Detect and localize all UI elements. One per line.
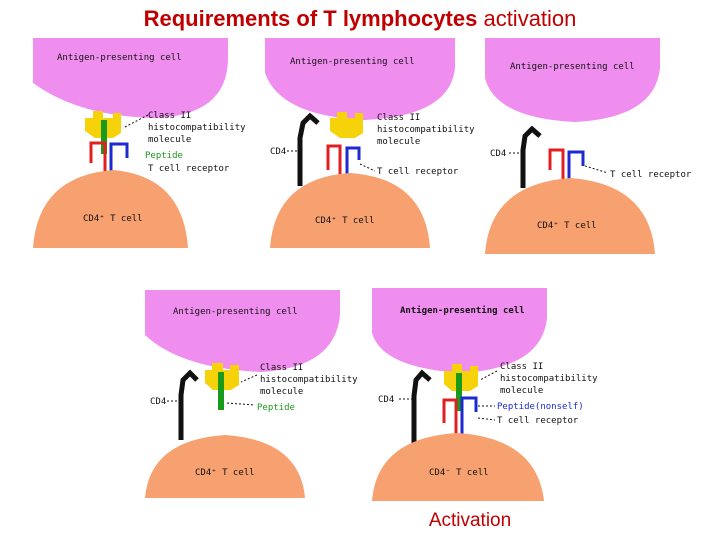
apc-cell xyxy=(33,38,228,118)
tcr-pointer xyxy=(477,417,496,421)
mhc-label-2: histocompatibility xyxy=(148,123,246,133)
panel-a-mhc-peptide-tcr: Antigen-presenting cell Class II histoco… xyxy=(33,38,246,248)
peptide-pointer xyxy=(226,402,256,406)
tcr-label: T cell receptor xyxy=(497,416,579,426)
tcr-beta-chain xyxy=(109,142,129,163)
tcell-label: CD4⁺ T cell xyxy=(315,216,375,226)
tcell-label: CD4⁻ T cell xyxy=(429,468,489,478)
tcr-alpha-chain xyxy=(89,141,107,163)
apc-label: Antigen-presenting cell xyxy=(510,62,635,72)
mhc-label-2: histocompatibility xyxy=(260,375,358,385)
tcr-alpha-chain xyxy=(548,148,565,170)
tcr-label: T cell receptor xyxy=(377,167,459,177)
apc-cell xyxy=(372,288,547,373)
peptide-label: Peptide xyxy=(145,151,183,161)
panel-d-mhc-peptide-cd4: Antigen-presenting cell CD4 Class II his… xyxy=(145,290,358,498)
mhc-label-3: molecule xyxy=(377,137,420,147)
peptide-bar xyxy=(218,372,224,410)
peptide-label: Peptide xyxy=(257,403,295,413)
mhc-label-1: Class II xyxy=(377,113,420,123)
cd4-molecule xyxy=(520,125,542,188)
cd4-label: CD4 xyxy=(150,397,166,407)
cd4-label: CD4 xyxy=(490,149,506,159)
apc-cell xyxy=(265,38,455,120)
cd4-label: CD4 xyxy=(270,147,286,157)
tcr-alpha-chain xyxy=(442,398,458,423)
cd4-molecule xyxy=(297,112,320,186)
tcell-label: CD4⁺ T cell xyxy=(195,468,255,478)
mhc-label-1: Class II xyxy=(500,362,543,372)
apc-label: Antigen-presenting cell xyxy=(290,57,415,67)
mhc-label-3: molecule xyxy=(260,387,303,397)
mhc-pointer xyxy=(479,370,498,381)
t-cell xyxy=(372,433,544,501)
page-title: Requirements of T lymphocytes activation xyxy=(0,6,720,32)
apc-label: Antigen-presenting cell xyxy=(57,53,182,63)
title-main: Requirements of T lymphocytes xyxy=(143,6,478,31)
mhc-label-2: histocompatibility xyxy=(500,374,598,384)
peptide-nonself-label: Peptide(nonself) xyxy=(497,402,584,412)
cd4-molecule xyxy=(411,369,432,443)
tcr-label: T cell receptor xyxy=(148,164,230,174)
panel-c-cd4-tcr: Antigen-presenting cell CD4 T cell recep… xyxy=(485,38,692,254)
tcr-beta-chain xyxy=(460,396,478,423)
cd4-label: CD4 xyxy=(378,395,394,405)
tcr-beta-chain xyxy=(345,146,361,170)
tcr-beta-chain xyxy=(567,150,585,170)
mhc-pointer xyxy=(240,374,258,383)
mhc-label-3: molecule xyxy=(148,135,191,145)
apc-label: Antigen-presenting cell xyxy=(400,305,525,316)
tcr-pointer xyxy=(584,165,609,174)
peptide-bar xyxy=(101,120,107,154)
tcell-label: CD4⁺ T cell xyxy=(537,221,597,231)
apc-cell xyxy=(485,38,660,122)
title-end: activation xyxy=(483,6,577,31)
tcell-label: CD4⁺ T cell xyxy=(83,214,143,224)
mhc-molecule xyxy=(330,112,363,138)
mhc-label-3: molecule xyxy=(500,386,543,396)
panel-e-full-activation: Antigen-presenting cell CD4 Class II his… xyxy=(372,288,598,501)
mhc-label-2: histocompatibility xyxy=(377,125,475,135)
mhc-pointer xyxy=(122,114,149,129)
tcr-alpha-chain xyxy=(326,144,342,170)
activation-caption: Activation xyxy=(428,510,512,531)
t-cell xyxy=(270,173,430,248)
t-cell xyxy=(145,435,305,498)
mhc-label-1: Class II xyxy=(148,111,191,121)
panel-b-mhc-only: Antigen-presenting cell CD4 Class II his… xyxy=(265,38,475,248)
tcr-pointer xyxy=(359,163,376,172)
mhc-label-1: Class II xyxy=(260,363,303,373)
apc-label: Antigen-presenting cell xyxy=(173,307,298,317)
peptide-bar xyxy=(456,373,462,411)
apc-cell xyxy=(145,290,340,372)
t-cell xyxy=(33,170,188,248)
tcr-label: T cell receptor xyxy=(610,170,692,180)
t-cell xyxy=(485,178,655,254)
cd4-molecule xyxy=(178,369,199,440)
